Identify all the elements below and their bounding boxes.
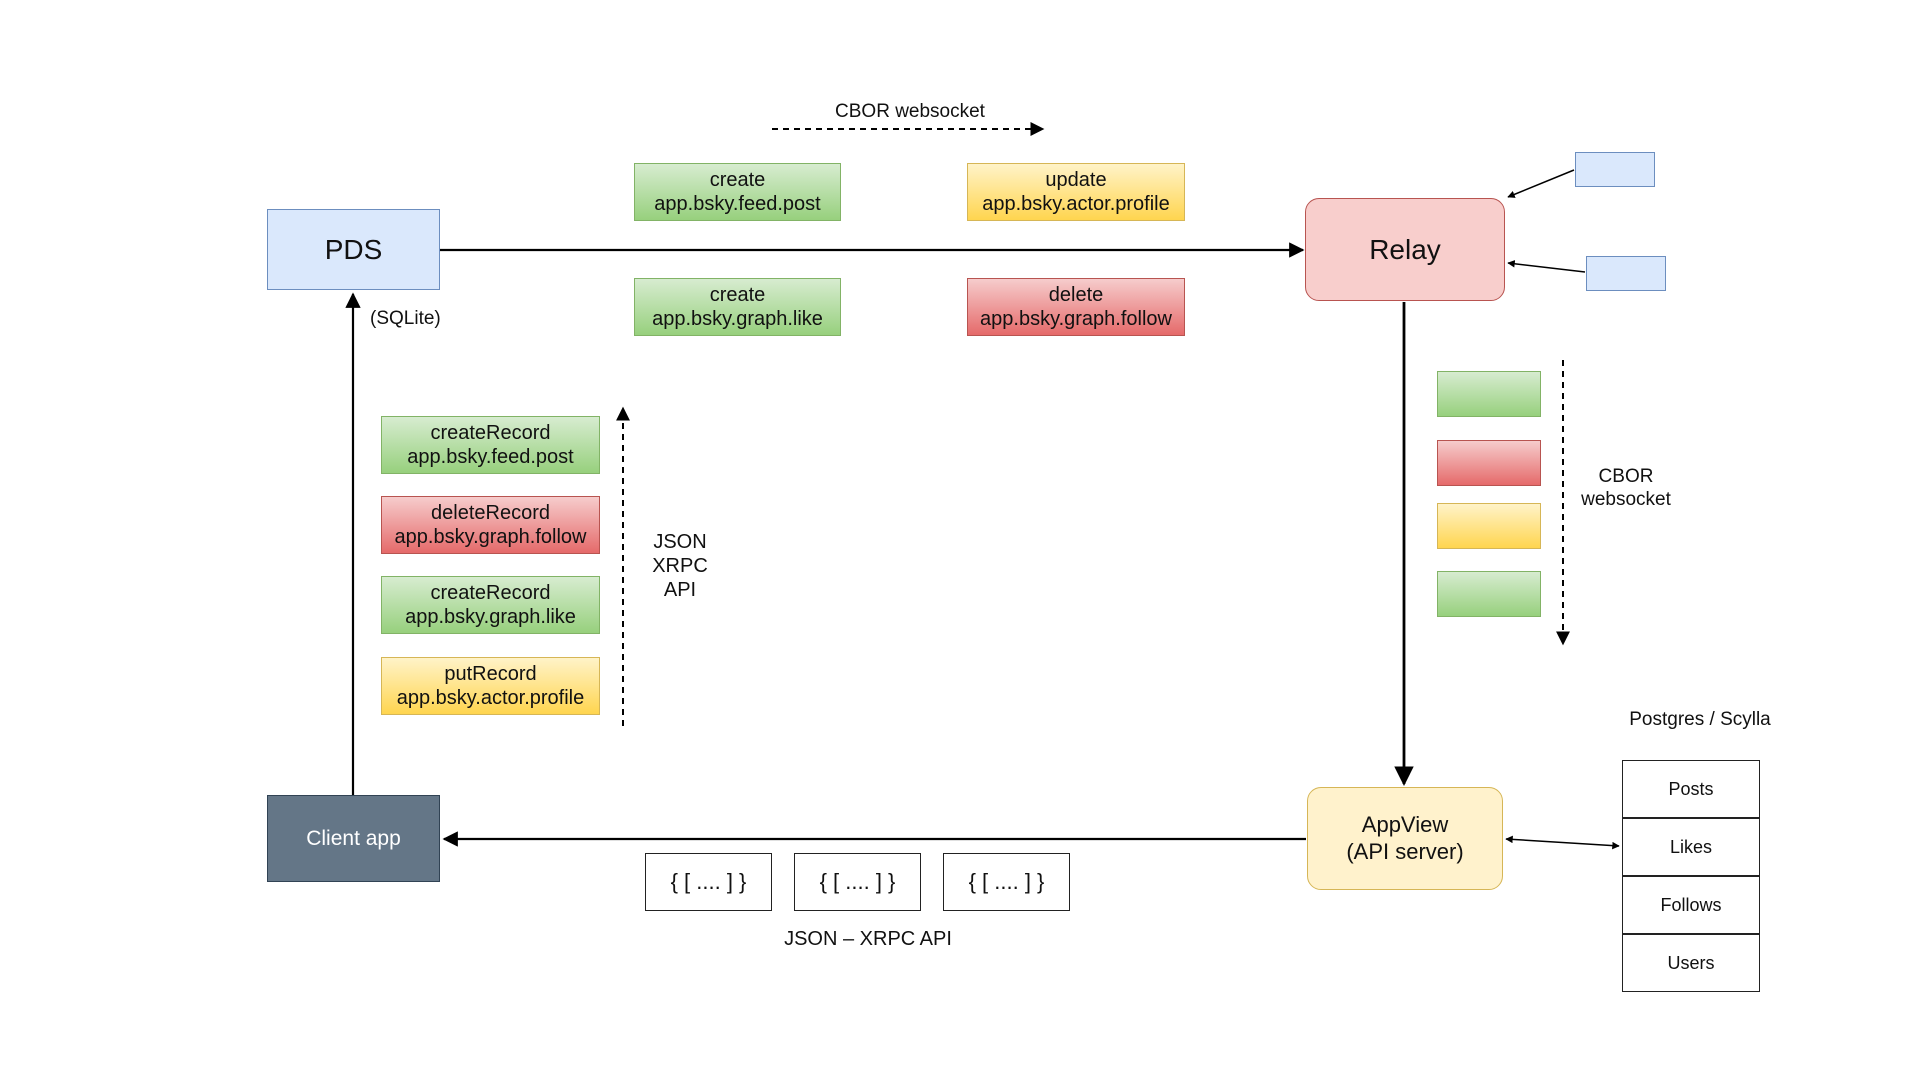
request-method: deleteRecord bbox=[431, 502, 550, 524]
db-table-posts: Posts bbox=[1622, 760, 1760, 818]
record-update-actor-profile: update app.bsky.actor.profile bbox=[967, 163, 1185, 221]
request-collection: app.bsky.actor.profile bbox=[396, 687, 585, 709]
appview-label: AppView bbox=[1361, 812, 1449, 838]
record-collection: app.bsky.graph.like bbox=[652, 308, 823, 330]
relay-source-box bbox=[1575, 152, 1655, 187]
stream-block bbox=[1437, 503, 1541, 549]
record-collection: app.bsky.actor.profile bbox=[982, 193, 1170, 215]
record-action: update bbox=[1045, 169, 1107, 191]
record-create-feed-post: create app.bsky.feed.post bbox=[634, 163, 841, 221]
pds-label: PDS bbox=[324, 233, 383, 265]
record-delete-graph-follow: delete app.bsky.graph.follow bbox=[967, 278, 1185, 336]
db-table-likes: Likes bbox=[1622, 818, 1760, 876]
request-create-graph-like: createRecord app.bsky.graph.like bbox=[381, 576, 600, 634]
source1-to-relay-arrow bbox=[1507, 169, 1575, 198]
relay-source-box bbox=[1586, 256, 1666, 291]
relay-label: Relay bbox=[1369, 233, 1441, 265]
request-create-feed-post: createRecord app.bsky.feed.post bbox=[381, 416, 600, 474]
appview-db-arrow bbox=[1505, 835, 1620, 850]
json-response-text: { [ .... ] } bbox=[968, 868, 1045, 894]
appview-node: AppView (API server) bbox=[1307, 787, 1503, 890]
record-action: delete bbox=[1048, 284, 1104, 306]
request-method: createRecord bbox=[430, 582, 551, 604]
db-table-follows: Follows bbox=[1622, 876, 1760, 934]
request-method: createRecord bbox=[430, 422, 551, 444]
db-table-label: Users bbox=[1667, 952, 1715, 973]
source2-to-relay-arrow bbox=[1507, 260, 1586, 273]
request-method: putRecord bbox=[444, 663, 537, 685]
record-action: create bbox=[709, 169, 766, 191]
client-app-label: Client app bbox=[306, 826, 401, 850]
request-collection: app.bsky.graph.like bbox=[405, 606, 576, 628]
record-create-graph-like: create app.bsky.graph.like bbox=[634, 278, 841, 336]
json-xrpc-bottom-label: JSON – XRPC API bbox=[784, 928, 952, 950]
cbor-right-label: CBOR websocket bbox=[1566, 466, 1686, 512]
json-xrpc-label-line: XRPC bbox=[652, 555, 708, 577]
client-app-node: Client app bbox=[267, 795, 440, 882]
record-collection: app.bsky.graph.follow bbox=[980, 308, 1172, 330]
pds-storage-label: (SQLite) bbox=[370, 308, 441, 329]
json-xrpc-label-line: API bbox=[663, 579, 697, 601]
json-response-text: { [ .... ] } bbox=[819, 868, 896, 894]
db-table-label: Follows bbox=[1660, 894, 1722, 915]
json-response-box: { [ .... ] } bbox=[943, 853, 1070, 911]
json-response-box: { [ .... ] } bbox=[794, 853, 921, 911]
relay-node: Relay bbox=[1305, 198, 1505, 301]
record-action: create bbox=[709, 284, 766, 306]
record-collection: app.bsky.feed.post bbox=[654, 193, 821, 215]
request-collection: app.bsky.feed.post bbox=[407, 446, 574, 468]
stream-block bbox=[1437, 371, 1541, 417]
request-collection: app.bsky.graph.follow bbox=[394, 526, 587, 548]
stream-block bbox=[1437, 440, 1541, 486]
db-table-label: Likes bbox=[1669, 836, 1713, 857]
request-delete-graph-follow: deleteRecord app.bsky.graph.follow bbox=[381, 496, 600, 554]
db-table-users: Users bbox=[1622, 934, 1760, 992]
cbor-right-label-line: CBOR bbox=[1598, 466, 1654, 487]
appview-sublabel: (API server) bbox=[1346, 838, 1464, 864]
pds-node: PDS bbox=[267, 209, 440, 290]
request-put-actor-profile: putRecord app.bsky.actor.profile bbox=[381, 657, 600, 715]
json-xrpc-label: JSON XRPC API bbox=[630, 530, 730, 602]
json-response-box: { [ .... ] } bbox=[645, 853, 772, 911]
database-title: Postgres / Scylla bbox=[1629, 709, 1771, 730]
db-table-label: Posts bbox=[1668, 778, 1714, 799]
cbor-right-label-line: websocket bbox=[1581, 488, 1671, 510]
json-xrpc-label-line: JSON bbox=[653, 531, 707, 553]
stream-block bbox=[1437, 571, 1541, 617]
json-response-text: { [ .... ] } bbox=[670, 868, 747, 894]
cbor-top-label: CBOR websocket bbox=[835, 101, 985, 122]
